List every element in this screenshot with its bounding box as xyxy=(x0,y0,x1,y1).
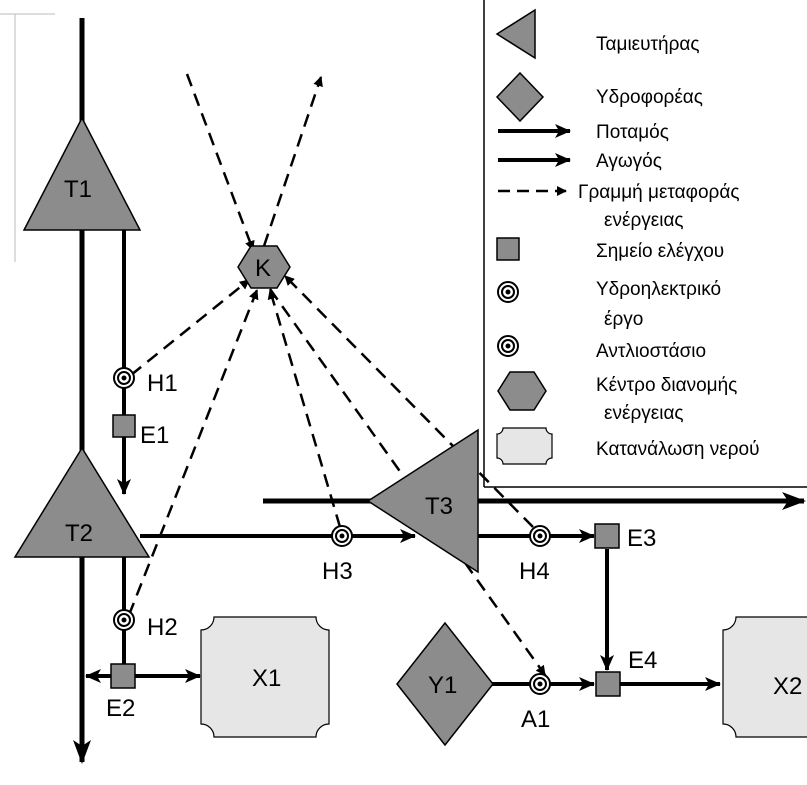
reservoir-t3: T3 xyxy=(366,428,479,574)
legend-reservoir-label: Ταμιευτήρας xyxy=(596,34,700,55)
legend-dist-center-label-2: ενέργειας xyxy=(604,403,684,424)
x2-label: X2 xyxy=(773,673,802,700)
hydro-h4: H4 xyxy=(519,525,551,585)
legend-aquifer-label: Υδροφορέας xyxy=(596,87,703,108)
x1-label: X1 xyxy=(252,665,281,692)
control-point-e2: E2 xyxy=(106,663,136,722)
e1-label: E1 xyxy=(140,422,169,449)
hydro-h2: H2 xyxy=(113,609,178,641)
t3-label: T3 xyxy=(425,493,453,520)
power-line-h3-k xyxy=(267,289,342,528)
t1-label: T1 xyxy=(64,176,92,203)
legend-dist-center-label: Κέντρο διανομής xyxy=(596,375,737,396)
h1-label: H1 xyxy=(147,370,178,397)
legend-pump-label: Αντλιοστάσιο xyxy=(596,341,706,362)
legend: Ταμιευτήρας Υδροφορέας Ποταμός Αγωγός Γρ… xyxy=(483,0,807,488)
legend-reservoir-symbol xyxy=(495,8,536,60)
reservoir-t1: T1 xyxy=(22,116,142,231)
legend-control-point-symbol xyxy=(496,237,520,261)
power-line-k-external-out xyxy=(262,76,323,247)
legend-consumption-label: Κατανάλωση νερού xyxy=(596,439,760,460)
power-line-h4-k xyxy=(284,275,534,528)
distribution-center-k: K xyxy=(237,245,291,289)
legend-consumption-symbol xyxy=(496,427,553,465)
e2-label: E2 xyxy=(106,695,135,722)
a1-label: A1 xyxy=(521,706,550,733)
t2-label: T2 xyxy=(65,520,93,547)
y1-label: Y1 xyxy=(428,672,457,699)
control-point-e3: E3 xyxy=(594,523,656,552)
consumption-x1: X1 xyxy=(200,616,330,738)
e4-label: E4 xyxy=(628,647,657,674)
legend-dist-center-symbol xyxy=(497,371,547,411)
legend-aquifer-symbol xyxy=(495,71,545,123)
legend-control-point-label: Σημείο ελέγχου xyxy=(596,241,724,262)
power-line-h2-k xyxy=(127,289,259,616)
k-label: K xyxy=(255,255,271,282)
reservoir-t2: T2 xyxy=(13,446,151,558)
power-line-h1-k xyxy=(130,279,250,376)
e3-label: E3 xyxy=(627,525,656,552)
legend-conduit-label: Αγωγός xyxy=(596,151,662,172)
h4-label: H4 xyxy=(519,558,550,585)
legend-hydro-symbol xyxy=(497,281,519,303)
legend-power-line-label-2: ενέργειας xyxy=(604,210,684,231)
hydro-h3: H3 xyxy=(322,525,353,585)
aquifer-y1: Y1 xyxy=(396,621,494,747)
control-point-e4: E4 xyxy=(595,647,657,697)
hydro-h1: H1 xyxy=(113,367,178,397)
consumption-x2: X2 xyxy=(722,616,807,738)
legend-hydro-label: Υδροηλεκτρικό xyxy=(596,279,721,300)
h2-label: H2 xyxy=(147,614,178,641)
power-line-external-in xyxy=(185,73,255,251)
control-point-e1: E1 xyxy=(112,414,169,449)
legend-river-label: Ποταμός xyxy=(596,122,669,143)
h3-label: H3 xyxy=(322,558,353,585)
pump-a1: A1 xyxy=(521,673,551,733)
legend-pump-symbol xyxy=(497,335,519,357)
legend-hydro-label-2: έργο xyxy=(604,309,643,330)
legend-power-line-label: Γραμμή μεταφοράς xyxy=(578,182,739,203)
